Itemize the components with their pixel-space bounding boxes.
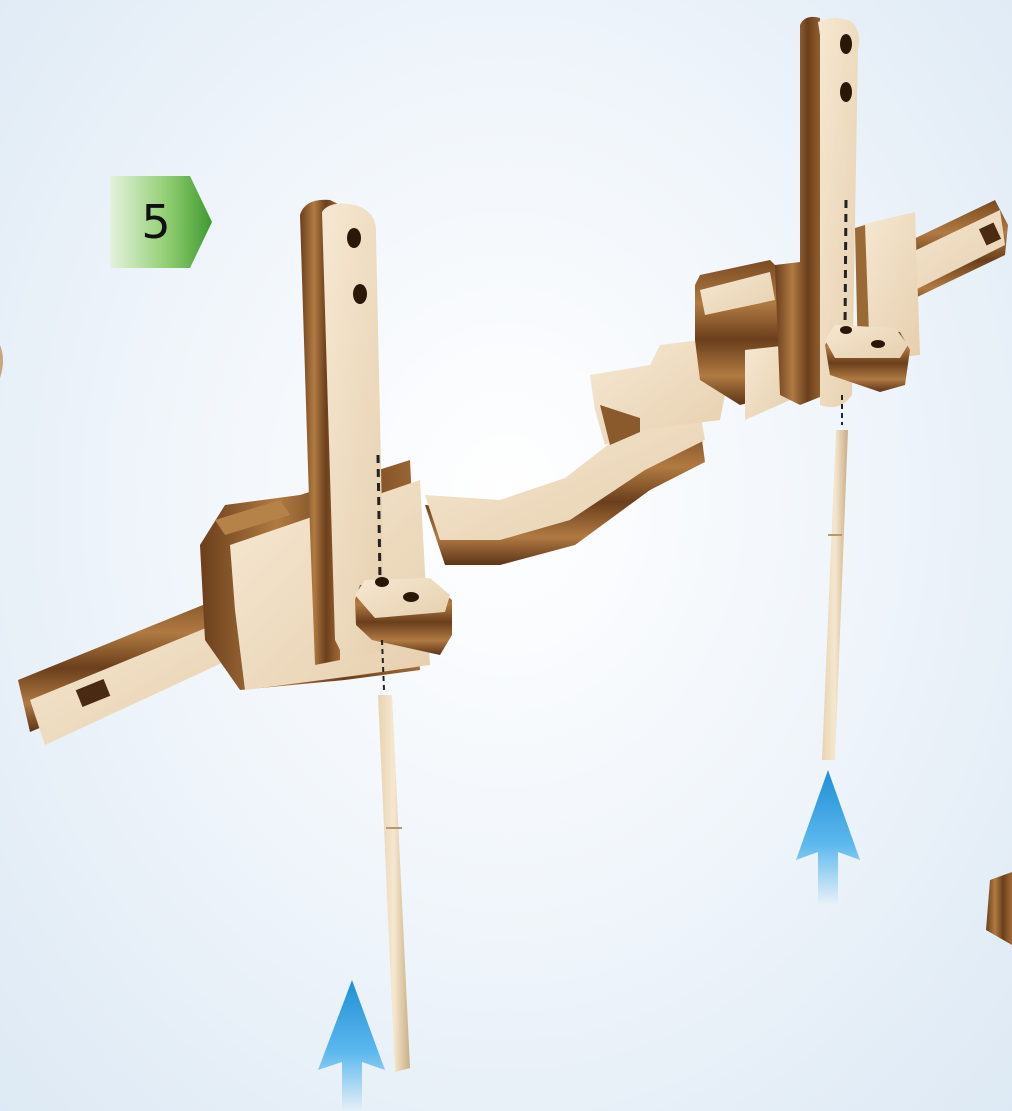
- connecting-crank-arm: [425, 340, 730, 565]
- right-up-arrow-icon: [796, 770, 860, 905]
- post-hole-bottom: [353, 284, 367, 304]
- step-badge: 5: [110, 176, 212, 268]
- right-post-hole-bottom: [840, 82, 852, 102]
- right-post-hole-top: [840, 34, 852, 54]
- left-up-arrow-icon: [318, 980, 385, 1111]
- partial-part-left-edge: [0, 345, 3, 378]
- left-dowel: [378, 640, 410, 1072]
- right-dowel: [822, 395, 848, 760]
- post-hole-top: [347, 228, 361, 248]
- partial-part-right-edge: [986, 872, 1012, 945]
- step-number: 5: [110, 176, 202, 268]
